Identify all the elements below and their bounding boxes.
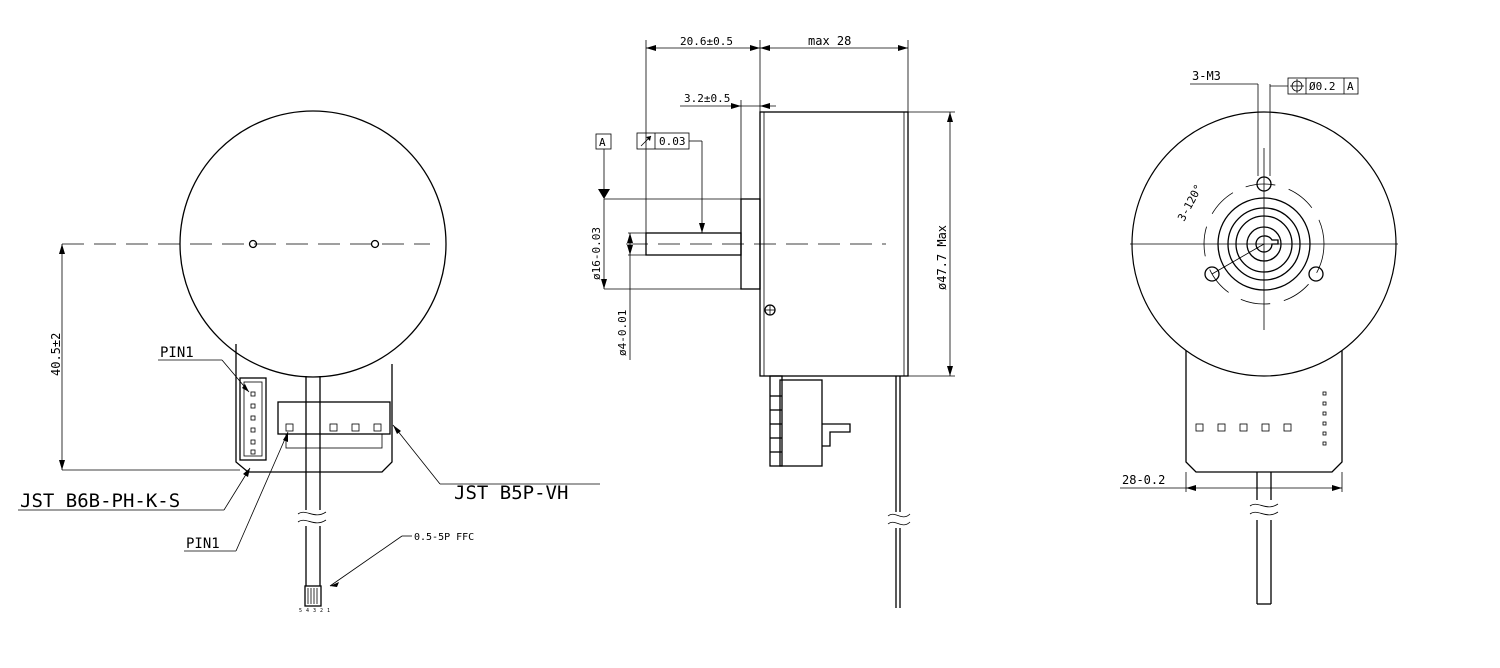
- pin1-top-label: PIN1: [160, 345, 194, 361]
- ffc-pin-label: 4: [306, 608, 309, 614]
- connector-vh-label: JST B5P-VH: [454, 482, 568, 504]
- mount-hole: [1256, 176, 1272, 192]
- mount-hole: [1308, 266, 1324, 282]
- dim-flange: 3.2±0.5: [684, 92, 730, 105]
- ffc-pin-label: 1: [327, 608, 330, 614]
- connector-ph-label: JST B6B-PH-K-S: [20, 490, 180, 512]
- datum-a: A: [599, 136, 606, 149]
- dim-body-dia: ø47.7 Max: [935, 225, 949, 290]
- mount-hole: [1204, 266, 1220, 282]
- side-view: 20.6±0.5 max 28 3.2±0.5 A 0.03 ø16-0.03 …: [590, 34, 955, 608]
- dim-width: 28-0.2: [1122, 473, 1165, 487]
- dim-height-label: 40.5±2: [49, 333, 63, 376]
- ffc-pin-label: 2: [320, 608, 323, 614]
- runout-value: 0.03: [659, 135, 686, 148]
- ph-connector: [239, 377, 267, 461]
- pcb-outline-front: [1185, 330, 1343, 473]
- left-view: 5 4 3 2 1 40.5±2 P: [18, 110, 600, 614]
- ffc-pin-label: 5: [299, 608, 302, 614]
- ffc-pin-label: 3: [313, 608, 316, 614]
- ffc-label: 0.5-5P FFC: [414, 532, 474, 543]
- front-view: 3-120° 3-M3 Ø0.2 A: [1120, 69, 1398, 605]
- dim-body-length: max 28: [808, 34, 851, 48]
- motor-body-circle: [179, 110, 447, 378]
- ffc-connector: [304, 585, 322, 607]
- vh-connector: [277, 401, 391, 435]
- position-tol: Ø0.2: [1309, 80, 1336, 93]
- pin1-bottom-label: PIN1: [186, 536, 220, 552]
- dim-shaft-dia: ø4-0.01: [616, 310, 629, 356]
- pcb-outline: [235, 344, 393, 473]
- dim-shaft-length: 20.6±0.5: [680, 35, 733, 48]
- datum-ref: A: [1347, 80, 1354, 93]
- holes-label: 3-M3: [1192, 69, 1221, 83]
- dim-flange-dia: ø16-0.03: [590, 227, 603, 280]
